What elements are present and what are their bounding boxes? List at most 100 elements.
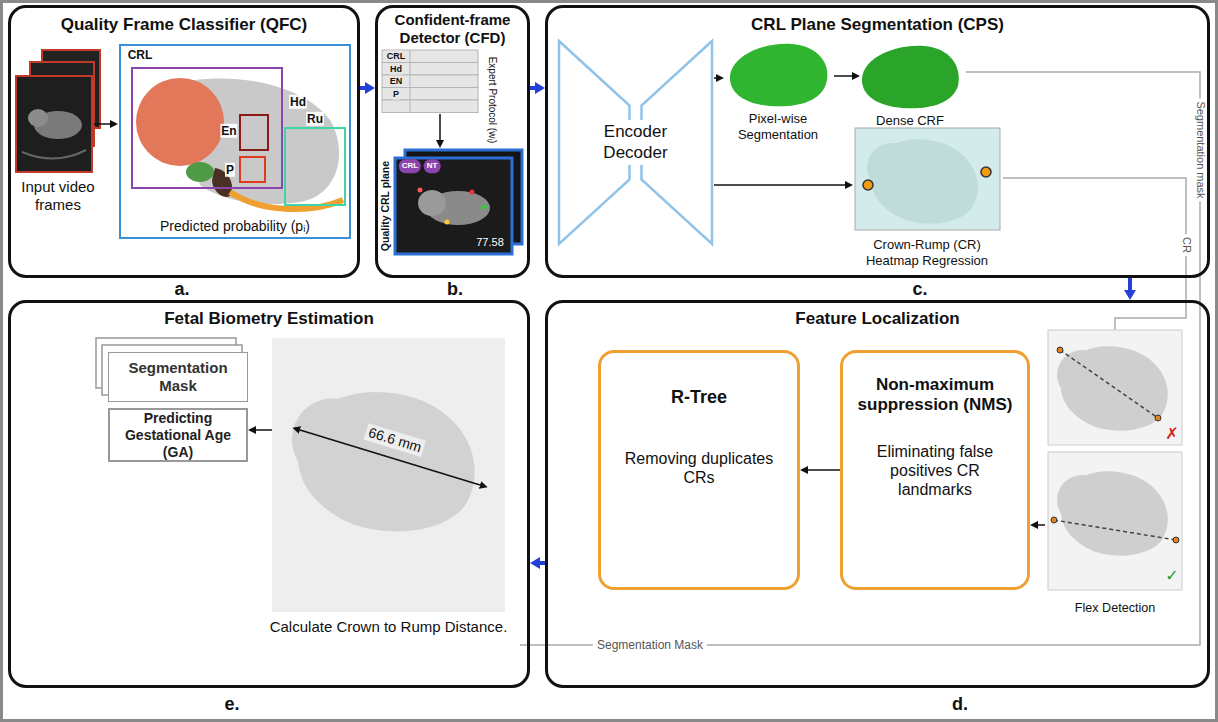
flow-arrow xyxy=(256,429,272,431)
measurement-image xyxy=(272,338,505,612)
badge: CRL xyxy=(399,159,421,173)
side-note: Expert Protocol (wᵢ) xyxy=(486,57,498,144)
data-wire xyxy=(520,72,1200,645)
data-wire xyxy=(1003,178,1186,330)
card-text: Segmentation Mask xyxy=(113,359,243,395)
wire-label: Segmentation Mask xyxy=(593,638,707,652)
protocol-table xyxy=(382,50,478,63)
wire-label: CR xyxy=(1179,234,1192,256)
dimension-value: 66.6 mm xyxy=(364,423,427,457)
measurement-image xyxy=(292,392,475,531)
figure-caption: Flex Detection xyxy=(1075,601,1156,616)
fetus-anatomy xyxy=(120,45,350,238)
region-tag: Hd xyxy=(289,95,307,109)
flow-arrow xyxy=(808,469,840,471)
reject-mark: ✗ xyxy=(1165,424,1178,443)
flow-arrow xyxy=(1038,524,1045,526)
mask-card: Segmentation Mask xyxy=(108,352,248,402)
segmentation-result xyxy=(714,77,716,79)
segmentation-result xyxy=(714,184,845,186)
box-text: Removing duplicates CRs xyxy=(611,449,787,487)
table-cell: CRL xyxy=(386,51,407,62)
measurement-image xyxy=(272,338,505,612)
fetus-anatomy xyxy=(136,78,224,166)
video-frames xyxy=(16,76,92,172)
panel-letter: e. xyxy=(224,695,239,713)
score-value: 77.58 xyxy=(474,236,506,249)
heatmap xyxy=(855,128,1000,230)
figure-caption: Pixel-wise Segmentation xyxy=(723,111,833,142)
encoder-decoder: Encoder Decoder xyxy=(558,40,713,245)
video-frames xyxy=(28,109,48,127)
table-cell: Hd xyxy=(389,63,403,74)
panel-title: Feature Localization xyxy=(554,309,1201,329)
wire-label: Segmentation mask xyxy=(1193,98,1206,201)
panel-title: CRL Plane Segmentation (CPS) xyxy=(554,15,1201,35)
heatmap xyxy=(981,167,991,177)
panel-title: Quality Frame Classifier (QFC) xyxy=(17,15,351,35)
flow-arrow xyxy=(1128,278,1132,290)
flex-detection: Flex Detection xyxy=(1045,326,1185,616)
flex-image xyxy=(1048,452,1182,590)
flex-image xyxy=(1048,330,1182,445)
flex-image xyxy=(1173,537,1179,543)
fetus-anatomy xyxy=(240,157,265,182)
video-frames xyxy=(22,150,86,159)
heatmap xyxy=(855,128,1000,230)
panel-letter: b. xyxy=(447,280,463,298)
ultrasound-screen xyxy=(418,188,423,193)
stage-panel: Fetal Biometry EstimationSegmentation Ma… xyxy=(8,300,530,688)
side-note: Quality CRL plane xyxy=(379,161,392,251)
heatmap xyxy=(867,139,978,224)
figure-caption: Input video frames xyxy=(13,178,103,214)
flow-arrow xyxy=(94,124,110,125)
process-box: Non-maximum suppression (NMS)Eliminating… xyxy=(840,350,1030,590)
ultrasound-screen xyxy=(470,190,475,195)
segmentation-result xyxy=(730,44,827,107)
network-label: Encoder Decoder xyxy=(591,120,681,165)
stage-panel: Confident-frame Detector (CFD) xyxy=(375,5,530,278)
video-frames xyxy=(16,50,100,172)
fetus-anatomy xyxy=(230,192,343,209)
protocol-table xyxy=(382,75,478,88)
panel-letter: a. xyxy=(174,280,189,298)
fetus-anatomy xyxy=(285,128,345,205)
protocol-table xyxy=(439,114,441,140)
ultrasound-screen xyxy=(445,220,450,225)
table-cell: EN xyxy=(389,76,404,87)
fetus-anatomy xyxy=(132,68,282,188)
figure-caption: Calculate Crown to Rump Distance. xyxy=(270,618,508,636)
panel-title: Fetal Biometry Estimation xyxy=(17,309,521,329)
flex-image xyxy=(1048,330,1182,590)
flex-image xyxy=(1057,471,1168,556)
flex-image xyxy=(1057,346,1168,431)
ultrasound-screen xyxy=(395,150,522,254)
flex-image xyxy=(1155,415,1161,421)
protocol-table xyxy=(382,50,478,140)
stage-panel: Quality Frame Classifier (QFC) xyxy=(8,5,360,278)
protocol-table xyxy=(382,100,478,113)
protocol-table xyxy=(410,50,411,113)
box-text: Predicting Gestational Age (GA) xyxy=(114,410,242,460)
flex-image xyxy=(1051,517,1057,523)
region-tag: Ru xyxy=(306,112,324,126)
flow-arrow xyxy=(360,86,365,90)
table-cell: P xyxy=(392,88,400,99)
ultrasound-screen xyxy=(482,205,487,210)
accept-mark: ✓ xyxy=(1165,566,1178,585)
box-title: Non-maximum suppression (NMS) xyxy=(853,375,1017,416)
figure-caption: Dense CRF xyxy=(876,113,944,129)
protocol-table xyxy=(382,63,478,76)
panel-title: Confident-frame Detector (CFD) xyxy=(382,11,523,47)
flow-arrow xyxy=(530,86,535,90)
segmentation-result xyxy=(834,75,852,77)
region-tag: P xyxy=(225,163,235,177)
measurement-figure: 66.6 mmCalculate Crown to Rump Distance. xyxy=(272,338,505,612)
figure-caption: Predicted probability (pᵢ) xyxy=(160,218,310,235)
panel-letter: d. xyxy=(952,695,968,713)
data-wire xyxy=(520,72,1200,645)
